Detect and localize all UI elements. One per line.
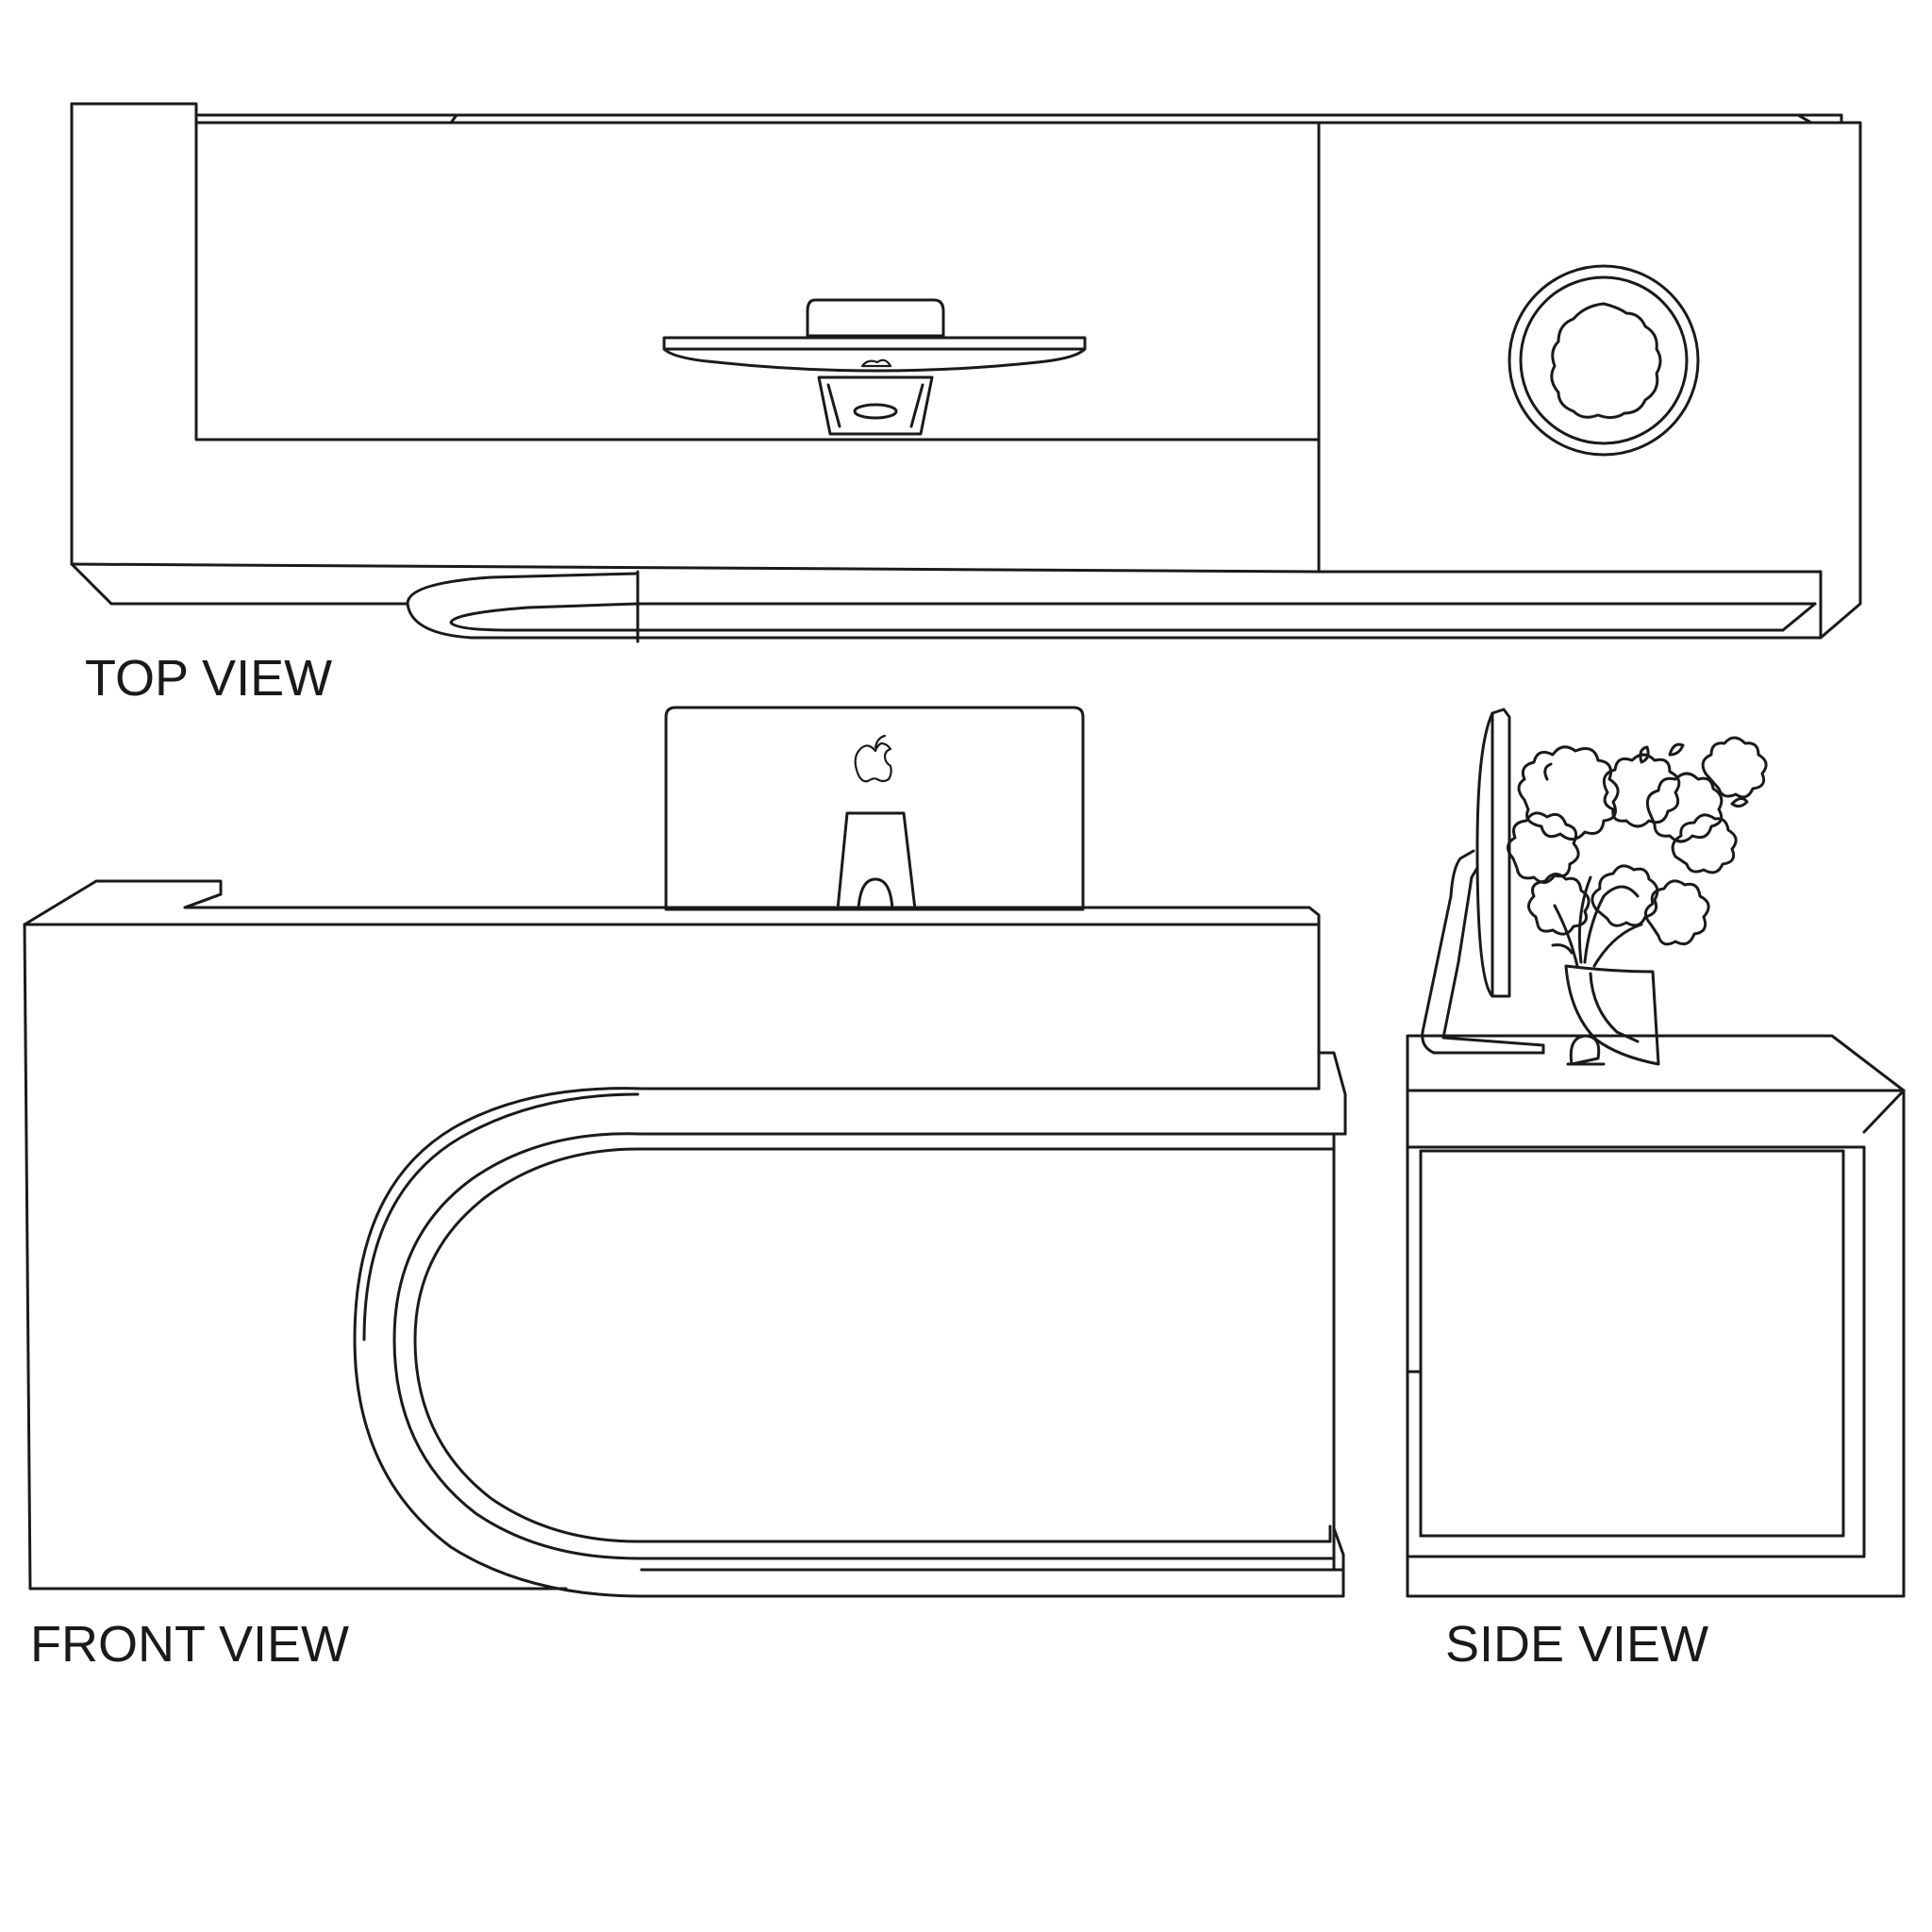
front-view: [23, 706, 1347, 1598]
side-view-cabinet: [1406, 1034, 1906, 1598]
apple-logo-icon: [854, 734, 892, 783]
apple-logo-icon: [860, 358, 892, 368]
top-view-label: TOP VIEW: [85, 650, 333, 707]
front-view-monitor: [664, 706, 1085, 911]
side-view-monitor: [1421, 708, 1545, 1055]
side-view-label: SIDE VIEW: [1445, 1616, 1709, 1673]
top-view: [70, 102, 1862, 643]
top-view-plant-pot: [1507, 264, 1700, 457]
plant-icon: [1507, 736, 1768, 1066]
front-view-label: FRONT VIEW: [30, 1616, 350, 1673]
top-view-desk-outline: [70, 102, 1862, 643]
front-view-desk: [23, 879, 1347, 1598]
top-view-monitor: [662, 298, 1087, 436]
side-view: [1406, 708, 1906, 1598]
